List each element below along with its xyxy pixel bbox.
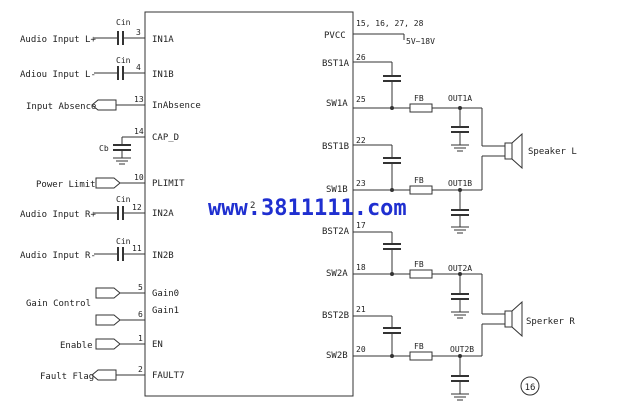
ferrite-bead-2a [409, 269, 433, 279]
pin-13: 13 [134, 95, 144, 104]
channel-1a: BST1A 26 SW1A 25 FB OUT1A [322, 53, 482, 152]
pin-name-gain0: Gain0 [152, 289, 179, 299]
pin-name-sw1b: SW1B [326, 185, 348, 195]
ferrite-bead-1a [409, 103, 433, 113]
ic-body [144, 11, 354, 397]
pin-name-plimit: PLIMIT [152, 179, 185, 189]
pvcc-voltage: 5V~18V [406, 37, 435, 46]
label-input-absence: Input Absence [26, 102, 96, 112]
figure-number: 16 [520, 376, 540, 396]
fault-flag-group: Fault Flag 2 FAULT7 [40, 365, 185, 382]
fb-label-1a: FB [414, 94, 424, 103]
label-audio-input-l-minus: Adiou Input L- [20, 70, 96, 80]
out2a-label: OUT2A [448, 264, 472, 273]
input-r-minus: Audio Input R- Cin 11 IN2B [20, 237, 174, 261]
pvcc-group: PVCC 15, 16, 27, 28 5V~18V [324, 19, 435, 46]
out1a-label: OUT1A [448, 94, 472, 103]
pin-name-sw1a: SW1A [326, 99, 348, 109]
speaker-l-icon [504, 142, 513, 160]
label-power-limit: Power Limit [36, 180, 96, 190]
pin-12: 12 [132, 203, 142, 212]
out2b-label: OUT2B [450, 345, 474, 354]
pin-21: 21 [356, 305, 366, 314]
label-audio-input-l-plus: Audio Input L+ [20, 35, 96, 45]
pin-name-bst2b: BST2B [322, 311, 349, 321]
pin-3: 3 [136, 28, 141, 37]
pin-name-bst1b: BST1B [322, 142, 349, 152]
ferrite-bead-1b [409, 185, 433, 195]
pin-name-sw2b: SW2B [326, 351, 348, 361]
pin-name-cap-d: CAP_D [152, 133, 179, 143]
cap-cin-1: Cin [116, 18, 131, 27]
watermark: www.3811111.com [208, 196, 407, 221]
fb-label-1b: FB [414, 176, 424, 185]
fb-label-2b: FB [414, 342, 424, 351]
power-limit-group: Power Limit 10 PLIMIT [36, 173, 185, 190]
speaker-l: Speaker L [481, 108, 577, 190]
label-enable: Enable [60, 341, 93, 351]
label-cb: Cb [99, 144, 109, 153]
pin-17: 17 [356, 221, 366, 230]
pin-name-gain1: Gain1 [152, 306, 179, 316]
label-fault-flag: Fault Flag [40, 372, 94, 382]
pin-name-inabsence: InAbsence [152, 101, 201, 111]
pin-name-in1b: IN1B [152, 70, 174, 80]
pin-4: 4 [136, 63, 141, 72]
pin-20: 20 [356, 345, 366, 354]
label-audio-input-r-plus: Audio Input R+ [20, 210, 96, 220]
label-speaker-r: Sperker R [526, 317, 575, 327]
channel-1b: BST1B 22 SW1B 23 FB OUT1B [322, 136, 482, 234]
pvcc-pins: 15, 16, 27, 28 [356, 19, 424, 28]
pin-10: 10 [134, 173, 144, 182]
pin-name-sw2a: SW2A [326, 269, 348, 279]
pin-14: 14 [134, 127, 144, 136]
pin-name-fault7: FAULT7 [152, 371, 185, 381]
input-l-plus: Audio Input L+ Cin 3 IN1A [20, 18, 174, 45]
channel-2a: BST2A 17 SW2A 18 FB OUT2A [322, 221, 482, 319]
label-audio-input-r-minus: Audio Input R- [20, 251, 96, 261]
pin-18: 18 [356, 263, 366, 272]
cap-cin-3: Cin [116, 195, 131, 204]
pin-2: 2 [138, 365, 143, 374]
pin-5: 5 [138, 283, 143, 292]
cap-cin-4: Cin [116, 237, 131, 246]
pin-name-bst2a: BST2A [322, 227, 350, 237]
pin-26: 26 [356, 53, 366, 62]
out1b-label: OUT1B [448, 179, 472, 188]
pin-name-in2b: IN2B [152, 251, 174, 261]
cap-d-group: Cb 14 CAP_D [99, 127, 179, 165]
gain-control-group: Gain Control 5 Gain0 6 Gain1 [26, 283, 179, 326]
pin-25: 25 [356, 95, 366, 104]
channel-2b: BST2B 21 SW2B 20 FB OUT2B [322, 305, 482, 401]
label-speaker-l: Speaker L [528, 147, 577, 157]
pin-name-en: EN [152, 340, 163, 350]
pin-22: 22 [356, 136, 366, 145]
input-absence-group: Input Absence 13 InAbsence [26, 95, 201, 112]
pin-name-in1a: IN1A [152, 35, 174, 45]
speaker-r: Sperker R [481, 274, 575, 356]
input-r-plus: Audio Input R+ Cin 12 IN2A [20, 195, 174, 220]
ferrite-bead-2b [409, 351, 433, 361]
figure-number-text: 16 [525, 383, 536, 393]
cap-cin-2: Cin [116, 56, 131, 65]
pin-6: 6 [138, 310, 143, 319]
pin-11: 11 [132, 244, 142, 253]
fb-label-2a: FB [414, 260, 424, 269]
speaker-r-icon [504, 310, 513, 328]
chip-partial-label: 2 [250, 201, 255, 211]
pin-1: 1 [138, 334, 143, 343]
input-l-minus: Adiou Input L- Cin 4 IN1B [20, 56, 174, 80]
enable-group: Enable 1 EN [60, 334, 163, 351]
label-gain-control: Gain Control [26, 299, 91, 309]
pin-name-in2a: IN2A [152, 209, 174, 219]
pin-name-bst1a: BST1A [322, 59, 350, 69]
pin-23: 23 [356, 179, 366, 188]
pin-name-pvcc: PVCC [324, 31, 346, 41]
